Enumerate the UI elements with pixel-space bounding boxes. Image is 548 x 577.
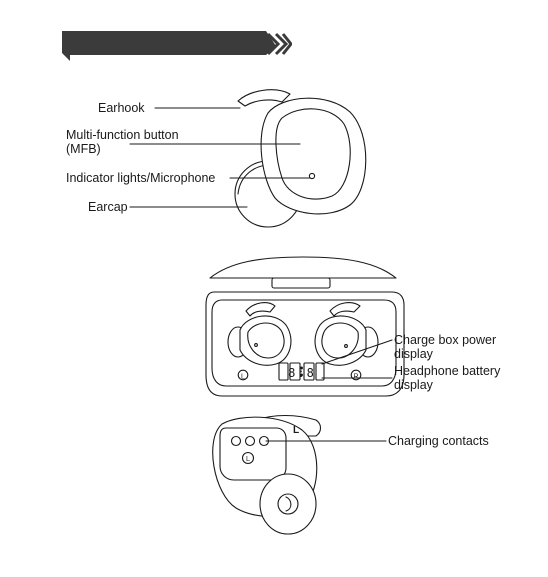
earbud-inner-view	[213, 416, 321, 535]
label-charge-box-power-line2: display	[394, 347, 433, 362]
earbud-side-view	[235, 90, 366, 227]
label-mfb-line2: (MFB)	[66, 142, 101, 157]
digital-display-text: 8:8	[288, 366, 316, 380]
right-marker-text: R	[353, 374, 358, 381]
label-charge-box-power-line1: Charge box power	[394, 333, 496, 348]
label-charging-contacts: Charging contacts	[388, 434, 489, 449]
label-headphone-battery-line1: Headphone battery	[394, 364, 500, 379]
label-mfb-line1: Multi-function button	[66, 128, 179, 143]
contact-left-marker: L	[246, 456, 250, 463]
label-earcap: Earcap	[88, 200, 128, 215]
label-indicator-microphone: Indicator lights/Microphone	[66, 171, 215, 186]
label-earhook: Earhook	[98, 101, 145, 116]
label-headphone-battery-line2: display	[394, 378, 433, 393]
earbud-left-letter: L	[293, 425, 299, 436]
left-marker-text: L	[241, 374, 245, 381]
